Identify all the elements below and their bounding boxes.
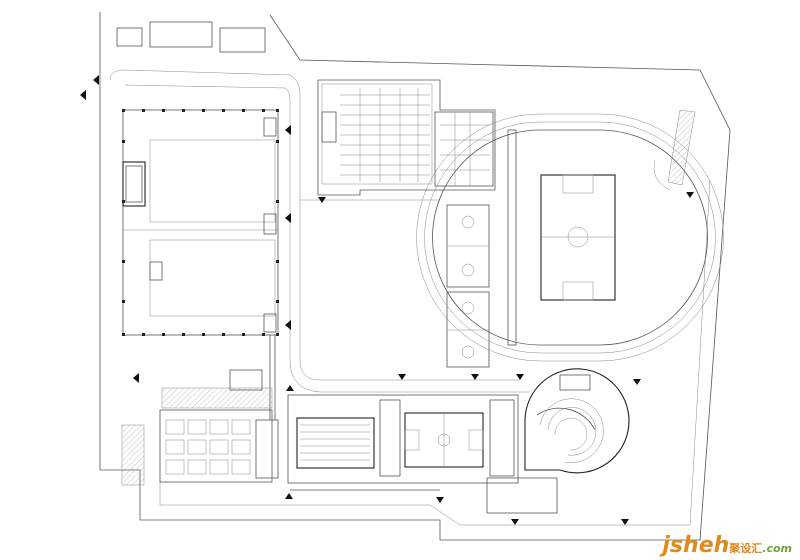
watermark-cn: 聚设汇 <box>729 542 763 555</box>
top-buildings <box>116 21 266 53</box>
outdoor-courts <box>446 204 490 368</box>
watermark-brand: jsheh <box>662 533 730 558</box>
site-boundary <box>99 12 731 541</box>
entrance-markers <box>80 75 694 525</box>
canteen-block <box>317 79 496 196</box>
brand-watermark: jsheh聚设汇.com <box>662 533 792 558</box>
lower-complex <box>121 369 558 514</box>
parking <box>667 109 696 186</box>
auditorium <box>524 368 630 474</box>
watermark-suffix: .com <box>762 542 792 555</box>
running-track <box>416 113 724 362</box>
large-hall <box>122 109 279 420</box>
